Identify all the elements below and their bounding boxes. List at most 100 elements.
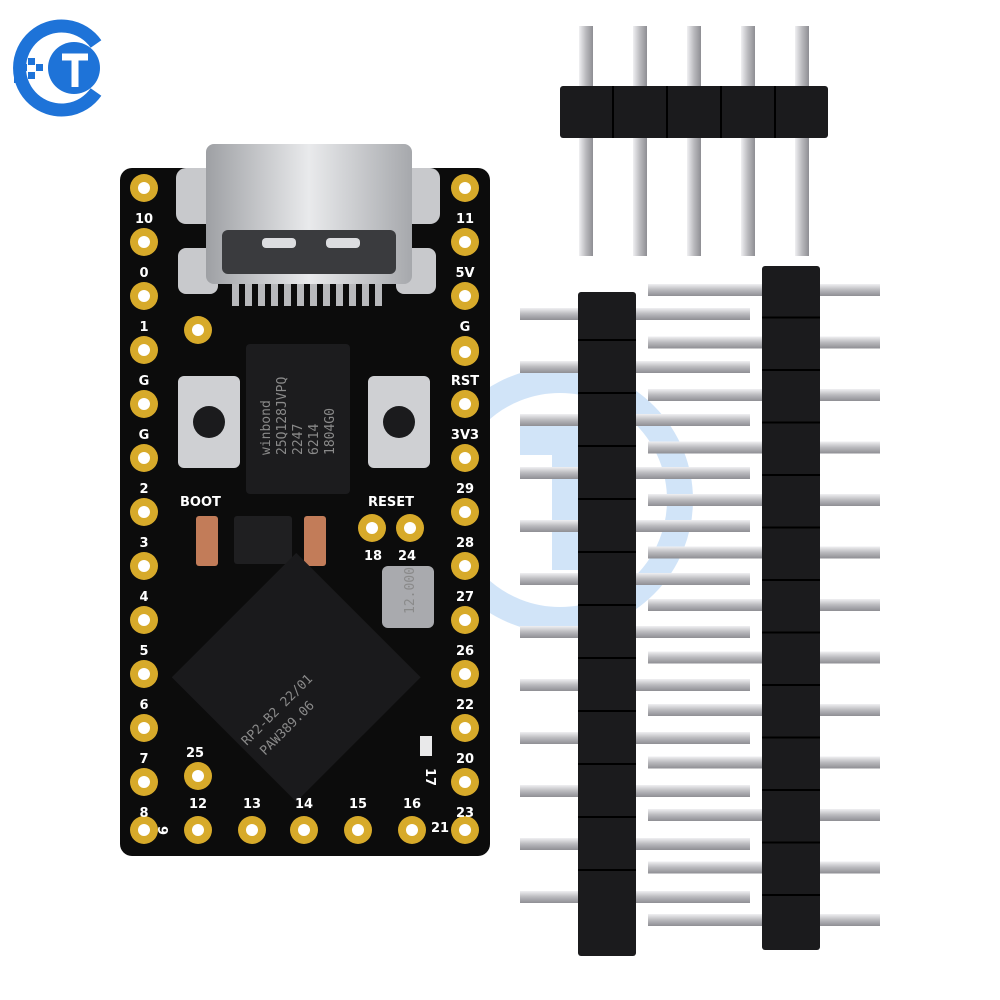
usb-pin [349, 284, 356, 306]
pad-hole [138, 776, 150, 788]
header-divider [720, 86, 722, 138]
header-divider [578, 445, 636, 447]
pad-label-right: 20 [456, 752, 474, 767]
pad-hole [459, 824, 471, 836]
pad-label-17: 17 [422, 768, 437, 786]
left-pin-header [520, 292, 750, 956]
flash-line5: 1804G0 [323, 408, 338, 455]
usb-pin [284, 284, 291, 306]
usb-pin [232, 284, 239, 306]
pad-hole [138, 344, 150, 356]
pad-label-left: 5 [139, 644, 148, 659]
header-divider [762, 736, 820, 739]
header-divider [774, 86, 776, 138]
pad-label-bottom: 15 [349, 797, 367, 812]
pad-label-right: RST [451, 374, 479, 389]
pad-hole [138, 506, 150, 518]
pad-label-bottom: 21 [431, 821, 449, 836]
pad-hole [352, 824, 364, 836]
pad-hole [366, 522, 378, 534]
pad-label-left: 0 [139, 266, 148, 281]
usb-pin [245, 284, 252, 306]
pad-hole [138, 668, 150, 680]
header-divider [578, 657, 636, 659]
usb-pin [375, 284, 382, 306]
flash-line3: 2247 [291, 424, 306, 455]
pad-hole [138, 824, 150, 836]
pad-label-left: 8 [139, 806, 148, 821]
pad-label-bottom: 14 [295, 797, 313, 812]
header-divider [762, 631, 820, 634]
pad-label-24: 24 [398, 549, 416, 564]
pad-label-left: G [139, 374, 150, 389]
header-divider [578, 604, 636, 606]
pad-label-right: 26 [456, 644, 474, 659]
header-pin [795, 26, 809, 256]
usb-pin [336, 284, 343, 306]
top-pin-header [560, 26, 828, 256]
pad-label-bottom: 13 [243, 797, 261, 812]
pad-hole [138, 614, 150, 626]
usb-pin [323, 284, 330, 306]
pad-hole [192, 324, 204, 336]
boot-label: BOOT [180, 495, 221, 510]
pad-label-left: 1 [139, 320, 148, 335]
reset-button [368, 376, 430, 468]
header-divider [578, 498, 636, 500]
pad-hole [459, 346, 471, 358]
pad-label-right: 3V3 [451, 428, 479, 443]
pad-hole [459, 560, 471, 572]
pad-label-right: 27 [456, 590, 474, 605]
pad-hole [192, 770, 204, 782]
flash-line1: winbond [259, 400, 274, 455]
header-divider [578, 869, 636, 871]
pad-hole [246, 824, 258, 836]
capacitor-left [196, 516, 218, 566]
usb-pin [258, 284, 265, 306]
header-divider [578, 763, 636, 765]
header-divider [762, 316, 820, 319]
pad-hole [138, 722, 150, 734]
header-divider [578, 392, 636, 394]
pad-label-right: 29 [456, 482, 474, 497]
voltage-regulator [234, 516, 292, 564]
header-pin [741, 26, 755, 256]
pad-hole [138, 452, 150, 464]
usb-c-connector [176, 144, 440, 306]
header-divider [762, 894, 820, 896]
capacitor-right [304, 516, 326, 566]
pad-label-right: 5V [455, 266, 474, 281]
pad-label-right: G [460, 320, 471, 335]
crystal-oscillator: 12.000 [382, 566, 434, 628]
usb-pin [310, 284, 317, 306]
header-divider [762, 579, 820, 581]
usb-pin [362, 284, 369, 306]
header-divider [578, 551, 636, 553]
right-pin-header [648, 266, 880, 950]
flash-chip: winbond 25Q128JVPQ 2247 6214 1804G0 [246, 344, 350, 494]
pad-hole [459, 398, 471, 410]
boot-button [178, 376, 240, 468]
pad-hole [459, 722, 471, 734]
pad-label-25: 25 [186, 746, 204, 761]
crystal-label: 12.000 [403, 567, 418, 614]
pad-hole [459, 182, 471, 194]
pad-hole [404, 522, 416, 534]
pad-hole [138, 560, 150, 572]
pad-label-right: 22 [456, 698, 474, 713]
pad-hole [192, 824, 204, 836]
reset-label: RESET [368, 495, 414, 510]
header-divider [762, 421, 820, 424]
pad-label-right: 28 [456, 536, 474, 551]
header-divider [578, 339, 636, 341]
pad-hole [459, 776, 471, 788]
pad-hole [138, 236, 150, 248]
header-divider [762, 841, 820, 844]
header-pin [633, 26, 647, 256]
header-divider [578, 710, 636, 712]
header-divider [762, 369, 820, 371]
pad-hole [138, 182, 150, 194]
pad-label-left: G [139, 428, 150, 443]
header-divider [762, 684, 820, 686]
